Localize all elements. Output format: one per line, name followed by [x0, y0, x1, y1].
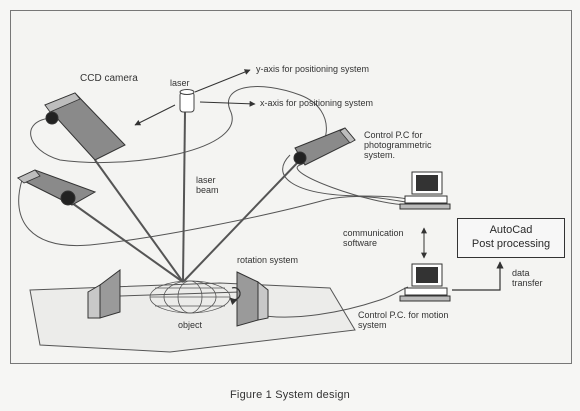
laser-beams — [64, 111, 301, 283]
control-pc-motion-label: Control P.C. for motion system — [358, 310, 449, 330]
object-wireframe — [149, 280, 231, 314]
post-processing-label: Post processing — [471, 238, 551, 250]
control-pc-photogrammetric-label: Control P.C for photogrammetric system. — [364, 130, 432, 160]
x-axis-label: x-axis for positioning system — [260, 98, 374, 108]
laser-unit — [179, 89, 195, 113]
data-transfer-arrow — [452, 261, 504, 291]
rotation-system-label: rotation system — [237, 255, 299, 265]
ccd-camera-right — [293, 127, 356, 166]
y-axis-label: y-axis for positioning system — [256, 64, 370, 74]
object-label: object — [178, 320, 203, 330]
rotation-fixture-left — [87, 269, 121, 319]
rotation-arrow — [229, 287, 241, 306]
rotation-fixture-right — [236, 271, 269, 327]
ccd-camera-left — [16, 169, 97, 206]
laser-label: laser — [170, 78, 190, 88]
axis-arrows — [134, 69, 256, 126]
autocad-label: AutoCad — [489, 224, 533, 236]
computer-photogrammetric — [399, 171, 451, 210]
figure-caption: Figure 1 System design — [230, 389, 350, 401]
laser-beam-label: laser beam — [196, 175, 219, 195]
ccd-camera-label: CCD camera — [80, 73, 138, 84]
communication-software-label: communication software — [343, 228, 404, 248]
cables — [18, 86, 413, 318]
ccd-camera-top — [44, 92, 126, 161]
computer-motion — [399, 263, 451, 302]
data-transfer-label: data transfer — [512, 268, 543, 288]
autocad-post-processing-box: AutoCad Post processing — [457, 218, 565, 258]
